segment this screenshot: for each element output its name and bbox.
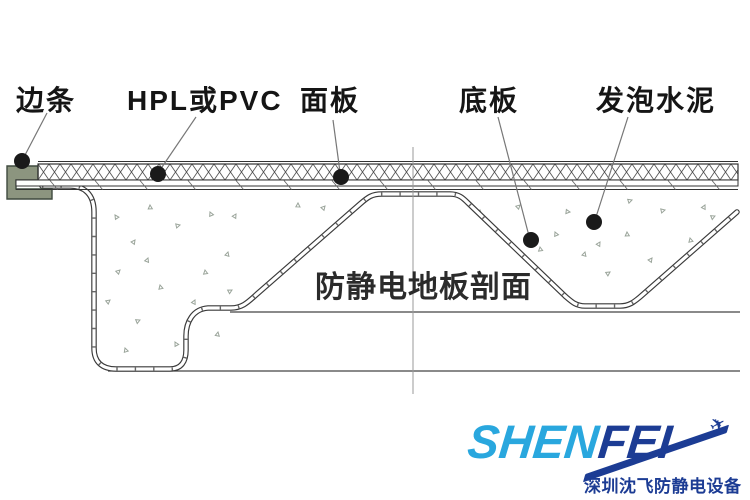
speckle-mark <box>624 230 631 237</box>
speckle-mark <box>514 204 521 211</box>
speckle-mark <box>214 330 220 337</box>
speckle-mark <box>554 231 560 238</box>
label-face-panel: 面板 <box>300 85 361 116</box>
speckle-mark <box>604 271 611 277</box>
leader-bottom-plate <box>497 116 530 237</box>
dot-edge-strip <box>14 153 30 169</box>
speckle-mark <box>114 214 120 221</box>
speckle-mark <box>158 283 164 290</box>
label-bottom-plate: 底板 <box>459 85 520 116</box>
logo-word-dark: FEI <box>595 415 675 468</box>
face-panel-ticks <box>49 180 720 190</box>
hpl-pvc-layer <box>37 163 739 181</box>
face-panel-layer <box>15 179 739 187</box>
speckle-mark <box>209 211 215 218</box>
speckle-mark <box>565 208 572 215</box>
logo-subtitle: 深圳沈飞防静电设备 <box>584 477 742 496</box>
leader-lines <box>23 112 629 237</box>
speckle-mark <box>224 250 230 258</box>
speckle-mark <box>709 215 716 221</box>
leader-foam-cement <box>595 116 629 218</box>
dot-hpl-pvc <box>150 166 166 182</box>
shenfei-logo: ✈ SHENFEI 深圳沈飞防静电设备 <box>465 412 746 496</box>
leader-face-panel <box>332 119 341 173</box>
speckle-mark <box>647 257 653 264</box>
speckle-mark <box>175 223 182 229</box>
dot-face-panel <box>333 169 349 185</box>
speckle-mark <box>190 299 196 306</box>
label-hpl-pvc: HPL或PVC <box>127 85 283 116</box>
speckle-mark <box>537 245 544 252</box>
speckle-mark <box>143 257 150 264</box>
speckle-mark <box>226 289 233 295</box>
speckle-mark <box>626 198 634 205</box>
speckle-mark <box>231 213 237 220</box>
dot-foam-cement <box>586 214 602 230</box>
logo-word-light: SHEN <box>465 415 602 468</box>
speckle-mark <box>595 241 601 248</box>
speckle-mark <box>700 204 706 211</box>
logo-wordmark: SHENFEI <box>465 415 675 468</box>
speckle-mark <box>134 319 141 325</box>
speckle-mark <box>295 201 301 208</box>
speckle-mark <box>174 341 180 348</box>
speckle-mark <box>130 239 136 246</box>
label-edge-strip: 边条 <box>16 85 77 116</box>
section-caption: 防静电地板剖面 <box>315 271 532 304</box>
label-foam-cement: 发泡水泥 <box>596 85 717 116</box>
leader-edge-strip <box>23 112 48 158</box>
speckle-mark <box>319 205 326 212</box>
foam-cement-speckles <box>104 198 716 354</box>
speckle-mark <box>660 208 667 214</box>
speckle-mark <box>581 250 587 258</box>
speckle-mark <box>114 269 121 276</box>
speckle-mark <box>202 268 209 275</box>
bottom-plate-core <box>40 184 739 371</box>
dot-bottom-plate <box>523 232 539 248</box>
callout-dots <box>14 153 602 248</box>
speckle-mark <box>688 236 694 243</box>
speckle-mark <box>147 203 154 210</box>
speckle-mark <box>123 346 130 354</box>
leader-hpl-pvc <box>159 116 197 171</box>
speckle-mark <box>104 299 111 306</box>
